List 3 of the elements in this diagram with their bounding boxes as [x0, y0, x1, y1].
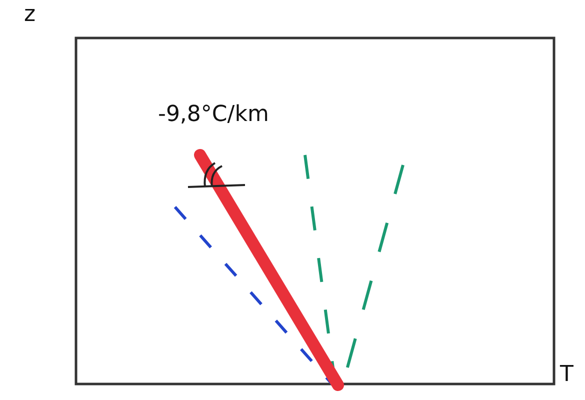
axis-label: z	[24, 2, 36, 27]
lapse-rate-label: -9,8°C/km	[158, 102, 269, 127]
axis-label: T	[560, 362, 574, 387]
